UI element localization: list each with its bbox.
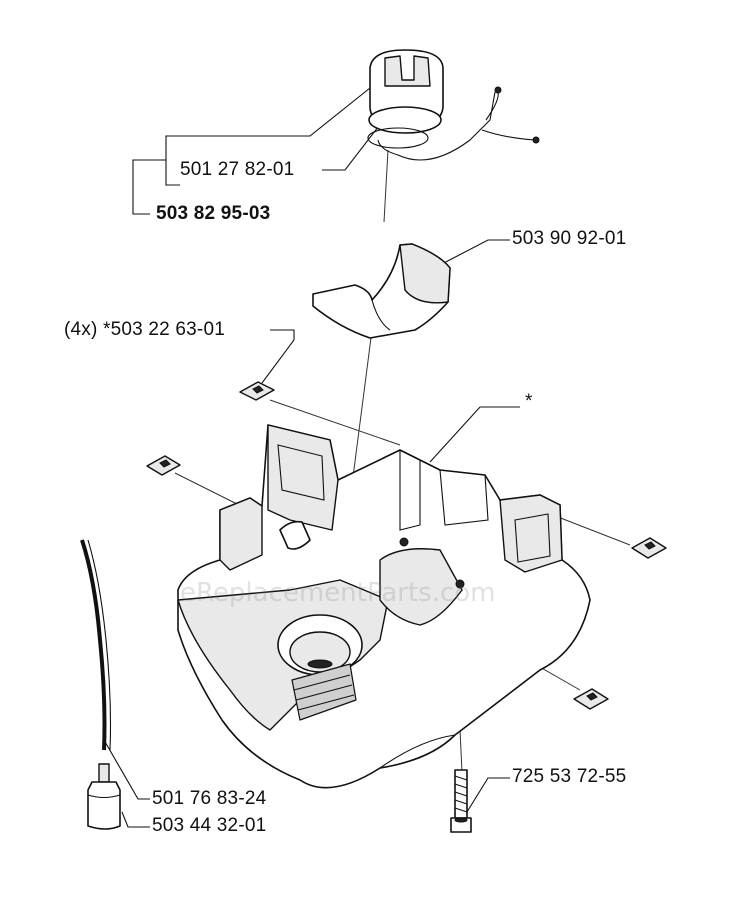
square-nuts xyxy=(146,381,667,710)
label-fuel-filter: 503 44 32-01 xyxy=(152,815,267,836)
label-cap-assembly: 503 82 95-03 xyxy=(156,203,271,224)
tank-screw xyxy=(450,769,472,833)
fuel-cap xyxy=(367,49,540,161)
watermark: eReplacementParts.com xyxy=(180,578,496,608)
label-screw: 725 53 72-55 xyxy=(512,766,627,787)
label-asterisk: * xyxy=(525,391,533,412)
tank-insert xyxy=(312,243,451,339)
fuel-hose xyxy=(80,539,112,751)
label-nuts: (4x) *503 22 63-01 xyxy=(64,319,225,340)
fuel-filter xyxy=(87,763,121,830)
leader-lines xyxy=(103,87,520,828)
label-cap-oring: 501 27 82-01 xyxy=(180,159,295,180)
label-tank-insert: 503 90 92-01 xyxy=(512,228,627,249)
label-fuel-hose: 501 76 83-24 xyxy=(152,788,267,809)
fuel-tank-body xyxy=(177,424,591,789)
